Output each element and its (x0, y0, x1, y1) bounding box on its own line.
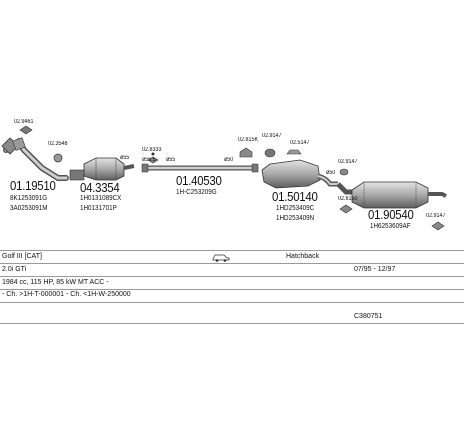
part-number-label: 02.9461 (14, 119, 34, 125)
info-row-engine: 2.0i GTi 07/95 - 12/97 (0, 264, 464, 276)
part-number-label: 02.9147 (262, 133, 282, 139)
car-icon (212, 252, 230, 264)
chassis-range-label: - Ch. >1H-T-000001 - Ch. <1H-W-250000 (2, 291, 131, 298)
divider (0, 289, 464, 290)
years-label: 07/95 - 12/97 (354, 266, 396, 273)
rubber-mount-part[interactable] (264, 148, 276, 158)
part-number-label: 01.50140 (272, 189, 318, 204)
part-number-label: 02.5147 (290, 140, 310, 146)
exhaust-system-diagram: 02.9461 02.3548 01.19510 8K1253091G 3A02… (1, 119, 447, 231)
oem-number-label: 1HD253409N (276, 215, 315, 222)
part-number-label: 02.815K (238, 137, 259, 143)
oem-number-label: 1H0131089CX (80, 195, 122, 202)
rubber-mount-part[interactable] (431, 221, 445, 231)
middle-silencer-part[interactable] (261, 159, 338, 189)
info-row-model: Golf III [CAT] Hatchback (0, 252, 464, 264)
rear-silencer-part[interactable] (336, 181, 447, 209)
diameter-label: ø50 (326, 170, 336, 176)
front-pipe-part[interactable] (1, 137, 69, 181)
diameter-label: ø50 (224, 157, 234, 163)
part-number-label: 02.8333 (142, 147, 162, 153)
divider (0, 302, 464, 303)
part-number-label: 01.40530 (176, 173, 222, 188)
info-row-spec: 1984 cc, 115 HP, 85 kW MT ACC - (0, 278, 464, 290)
part-number-label: 02.9147 (338, 159, 358, 165)
oem-number-label: 1H0131701P (80, 205, 117, 212)
oem-number-label: 8K1253091G (10, 195, 48, 202)
engine-label: 2.0i GTi (2, 266, 27, 273)
part-number-label: 02.9147 (426, 213, 446, 219)
catalogue-code-label: C380751 (354, 313, 383, 320)
clamp-part[interactable] (339, 204, 353, 214)
clamp-part[interactable] (53, 153, 63, 163)
body-type-label: Hatchback (286, 253, 320, 260)
exhaust-diagram-svg (1, 125, 447, 231)
part-number-label: 01.90540 (368, 207, 414, 222)
catalytic-converter-part[interactable] (69, 157, 135, 181)
clamp-part[interactable] (286, 149, 302, 155)
part-number-label: 01.19510 (10, 178, 56, 193)
part-number-label: 04.3354 (80, 180, 120, 195)
diameter-label: ø55 (166, 157, 176, 163)
divider (0, 263, 464, 264)
info-row-code: C380751 (0, 312, 464, 324)
engine-spec-label: 1984 cc, 115 HP, 85 kW MT ACC - (2, 279, 109, 286)
diameter-label: ø55.5 (142, 157, 156, 163)
divider (0, 276, 464, 277)
bracket-part[interactable] (239, 147, 253, 158)
oem-number-label: 3A0253091M (10, 205, 48, 212)
part-number-label: 02.3548 (48, 141, 68, 147)
oem-number-label: 1H6253609AF (370, 223, 411, 230)
info-row-chassis: - Ch. >1H-T-000001 - Ch. <1H-W-250000 (0, 290, 464, 302)
divider (0, 323, 464, 324)
clamp-part[interactable] (339, 168, 349, 176)
hanger-part[interactable] (147, 152, 159, 164)
middle-pipe-part[interactable] (141, 163, 259, 173)
oem-number-label: 1H-C253209G (176, 189, 217, 196)
divider (0, 250, 464, 251)
diameter-label: ø55 (120, 155, 130, 161)
part-number-label: 02.8150 (338, 196, 358, 202)
gasket-part[interactable] (19, 125, 33, 135)
oem-number-label: 1HD253409C (276, 205, 315, 212)
model-label: Golf III [CAT] (2, 253, 42, 260)
